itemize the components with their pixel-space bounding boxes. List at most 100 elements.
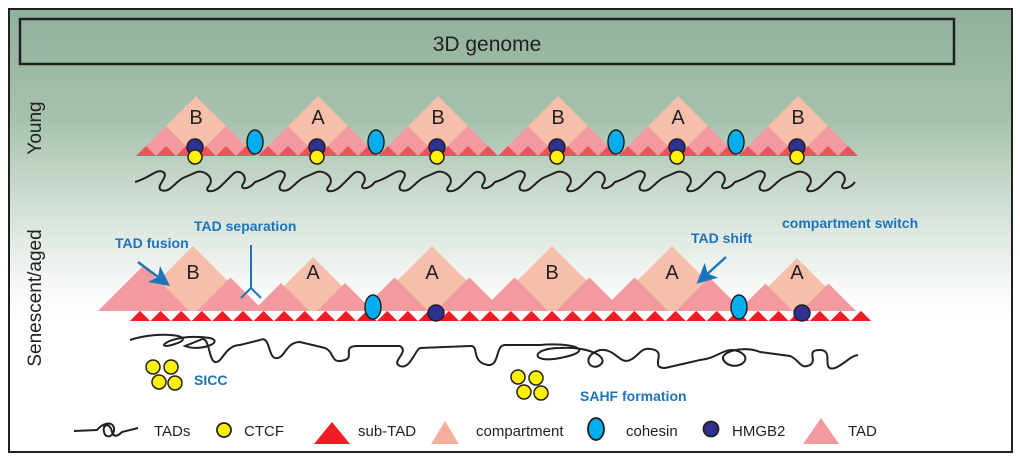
ctcf-marker <box>187 149 203 165</box>
legend-label-tad: TAD <box>848 423 877 440</box>
ctcf-marker <box>669 149 685 165</box>
cohesin-ellipse-icon <box>587 417 605 441</box>
sub-tad-triangle <box>500 311 521 321</box>
sub-tad-triangle <box>698 146 718 156</box>
sub-tad-triangle <box>378 146 398 156</box>
compartment-label: A <box>311 107 325 129</box>
sub-tad-triangle <box>398 146 418 156</box>
young-chromatin-fiber <box>134 170 856 193</box>
sub-tad-triangle <box>521 311 542 321</box>
legend-label-ctcf: CTCF <box>244 423 284 440</box>
tad-triangle <box>801 283 856 311</box>
tad-triangle <box>618 126 678 156</box>
tad-fusion-arrow-icon <box>137 261 170 286</box>
tad-triangle <box>676 277 743 311</box>
compartment-label: B <box>551 107 564 129</box>
sub-tad-triangle <box>665 311 686 321</box>
tad-triangle <box>197 277 264 311</box>
sub-tad-triangle <box>818 146 838 156</box>
sub-tad-triangle <box>809 311 830 321</box>
title-box <box>18 17 956 66</box>
sub-tad-triangle <box>397 311 418 321</box>
tad-triangle <box>378 126 438 156</box>
tads-squiggle-icon <box>73 422 139 438</box>
annotation-sicc: SICC <box>194 372 227 388</box>
legend-label-tads: TADs <box>154 423 190 440</box>
compartment-label: A <box>425 262 439 284</box>
annotation-tad-fusion: TAD fusion <box>115 235 189 251</box>
sub-tad-triangle <box>212 311 233 321</box>
ctcf-marker <box>549 149 565 165</box>
compartment-label: B <box>189 107 202 129</box>
sub-tad-triangle <box>136 146 156 156</box>
tad-triangle <box>317 283 373 311</box>
sub-tad-triangle <box>638 146 658 156</box>
legend-label-hmgb2: HMGB2 <box>732 423 785 440</box>
sub-tad-triangle <box>480 311 501 321</box>
sub-tad-triangle <box>518 146 538 156</box>
sub-tad-triangle <box>851 311 871 321</box>
tad-triangle <box>253 283 309 311</box>
compartment-triangle-icon <box>431 421 459 444</box>
sub-tad-triangle <box>748 311 768 321</box>
tad-triangle <box>196 126 256 156</box>
sub-tad-triangle <box>542 311 562 321</box>
sicc-ctcf-cluster <box>145 359 183 391</box>
sub-tad-triangle <box>278 146 298 156</box>
sub-tad-triangle <box>838 146 858 156</box>
compartment-label: B <box>186 262 199 284</box>
senescent-tad: A <box>738 258 856 311</box>
tad-triangle-icon <box>803 418 839 444</box>
sub-tad-triangle <box>233 311 253 321</box>
young-tad: A <box>618 96 738 165</box>
senescent-tad: B <box>481 246 623 311</box>
senescent-tad: B <box>98 246 264 311</box>
sub-tad-triangle <box>377 311 398 321</box>
cohesin-marker <box>367 129 385 155</box>
tad-triangle <box>556 277 623 311</box>
cohesin-marker <box>730 294 748 320</box>
annotation-compartment-switch: compartment switch <box>782 215 918 231</box>
sub-tad-triangle <box>191 311 212 321</box>
young-tad: A <box>258 96 378 165</box>
sub-tad-triangle <box>686 311 707 321</box>
tad-triangle <box>436 277 503 311</box>
sub-tad-triangle <box>236 146 256 156</box>
compartment-label: A <box>671 107 685 129</box>
annotation-tad-separation: TAD separation <box>194 218 296 234</box>
tad-separation-marker-icon <box>240 245 262 299</box>
sub-tad-triangle <box>578 146 598 156</box>
sub-tad-triangle <box>294 311 315 321</box>
tad-triangle <box>738 283 793 311</box>
sub-tad-triangle <box>130 311 150 321</box>
sub-tad-triangle <box>156 146 176 156</box>
tad-triangle <box>98 265 189 311</box>
young-tad: B <box>738 96 858 165</box>
sub-tad-triangle <box>216 146 236 156</box>
cohesin-marker <box>727 129 745 155</box>
sub-tad-triangle <box>830 311 851 321</box>
tad-triangle <box>601 277 668 311</box>
sub-tad-triangle <box>645 311 665 321</box>
sub-tad-triangle <box>768 311 789 321</box>
annotation-sahf: SAHF formation <box>580 388 687 404</box>
sub-tad-triangle <box>624 311 645 321</box>
sub-tad-triangle <box>583 311 604 321</box>
row-label-young: Young <box>25 101 46 154</box>
sub-tad-triangle <box>458 146 478 156</box>
young-tad: B <box>136 96 256 165</box>
tad-triangle <box>678 126 738 156</box>
senescent-chromatin-fiber <box>129 333 859 370</box>
legend-label-cohesin: cohesin <box>626 423 678 440</box>
sub-tad-triangle <box>338 146 358 156</box>
compartment-label: B <box>545 262 558 284</box>
sub-tad-triangle <box>498 146 518 156</box>
tad-triangle <box>318 126 378 156</box>
sub-tad-triangle <box>336 311 356 321</box>
tad-triangle <box>481 277 548 311</box>
ctcf-marker <box>789 149 805 165</box>
senescent-tad: A <box>253 257 373 311</box>
